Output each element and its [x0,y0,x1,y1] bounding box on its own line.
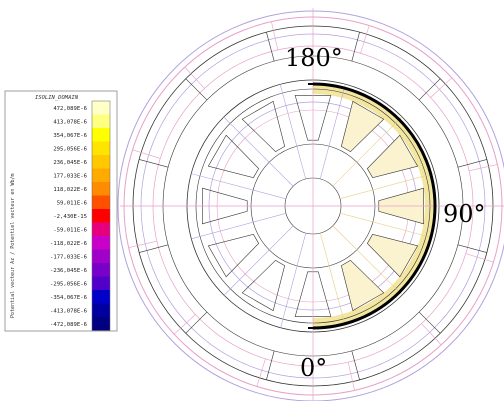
legend-axis-label: Potential vecteur Az / Potentiel vecteur… [10,174,16,319]
legend-swatch [92,101,110,115]
stator-tooth-line [418,311,441,334]
legend-items: 472,089E-6 413,078E-6 354,067E-6 295,056E-6… [50,100,111,331]
legend-value: 118,022E-6 [53,187,87,193]
stator-field-line [173,314,196,335]
rotor-field-line [339,212,435,239]
stator-tooth-line [351,350,360,380]
rotor-slot [294,95,332,141]
rotor-slot [294,271,332,317]
legend-value: -177,033E-6 [50,255,87,261]
legend-swatch [92,182,110,196]
legend-value: 413,078E-6 [53,120,87,126]
label-0: 0° [300,354,327,382]
stator-tooth-line [185,311,208,334]
stator-tooth-line [266,350,275,380]
stator-field-line [256,358,266,387]
rotor-slot [202,187,248,225]
legend-swatch [92,249,110,263]
legend-bar-frame [91,100,111,331]
legend-value: 295,056E-6 [53,147,87,153]
legend-swatch [92,141,110,155]
legend-value: 59,011E-6 [57,201,87,207]
legend-value: 472,089E-6 [53,106,87,112]
stator-field-line [469,164,498,172]
stator-field-line [128,240,157,248]
rotor-field-line [191,173,287,200]
legend-value: -295,056E-6 [50,282,87,288]
rotor-slot [241,100,286,153]
legend-value: -354,067E-6 [50,295,87,301]
legend-value: 177,033E-6 [53,174,87,180]
label-180: 180° [285,44,343,72]
axis-lines [120,8,504,401]
rotor-slot [207,134,260,179]
rotor-slots [191,84,435,328]
legend-swatch [92,128,110,142]
rotor-field-line [280,232,307,328]
rotor-slot [340,100,385,153]
rotor-slot [241,259,286,312]
stator-field-line [360,25,370,54]
legend-swatch [92,317,110,331]
rotor-field-line [320,232,347,328]
legend-swatch [92,222,110,236]
angle-arc [308,82,437,330]
rotor-field-line [223,225,294,296]
legend-swatch [92,276,110,290]
legend-title: ISOLIN_DOMAIN [35,95,79,101]
stator-field-line [132,149,161,159]
legend-swatch [92,236,110,250]
rotor-field-line [319,84,346,180]
stator-tooth-line [418,78,441,101]
stator-field-line [347,362,355,391]
legend-value: -2,430E-15 [53,214,87,220]
legend-value: 354,067E-6 [53,133,87,139]
rotor-field-line [279,84,306,180]
legend-value: -413,078E-6 [50,309,87,315]
stator-field-line [465,253,494,263]
legend-swatch [92,195,110,209]
stator-tooth-line [266,32,275,62]
stator-field-line [184,66,205,89]
legend-swatch [92,263,110,277]
stator-tooth-line [457,244,487,253]
stator-tooth-line [139,244,169,253]
legend-swatch [92,303,110,317]
rotor-field-line [223,116,294,187]
stator-tooth-line [351,32,360,62]
rotor-slot [366,134,419,179]
rotor-slot [366,233,419,278]
stator-field-line [421,323,442,346]
legend-swatch [92,114,110,128]
legend-swatch [92,209,110,223]
rotor-field-line [332,225,403,296]
stator-tooth-line [139,159,169,168]
legend-value: -118,022E-6 [50,241,87,247]
rotor-field-line [332,116,403,187]
stator-field-line [271,21,279,50]
rotor-field-line [339,172,435,199]
rotor-slot [207,233,260,278]
legend-value: 236,045E-6 [53,160,87,166]
legend-swatch [92,168,110,182]
legend-swatch [92,155,110,169]
legend-value: -472,089E-6 [50,322,87,328]
label-90: 90° [443,200,486,228]
legend-value: -236,045E-6 [50,268,87,274]
rotor-field-line [191,213,287,240]
color-legend: ISOLIN_DOMAIN Potential vecteur Az / Pot… [4,90,118,332]
stator-tooth-line [185,78,208,101]
legend-swatch [92,290,110,304]
stator-tooth-line [457,159,487,168]
stator-field-line [430,77,453,98]
legend-value: -59,011E-6 [53,228,87,234]
stator-teeth [128,21,498,391]
rotor-slot [340,259,385,312]
